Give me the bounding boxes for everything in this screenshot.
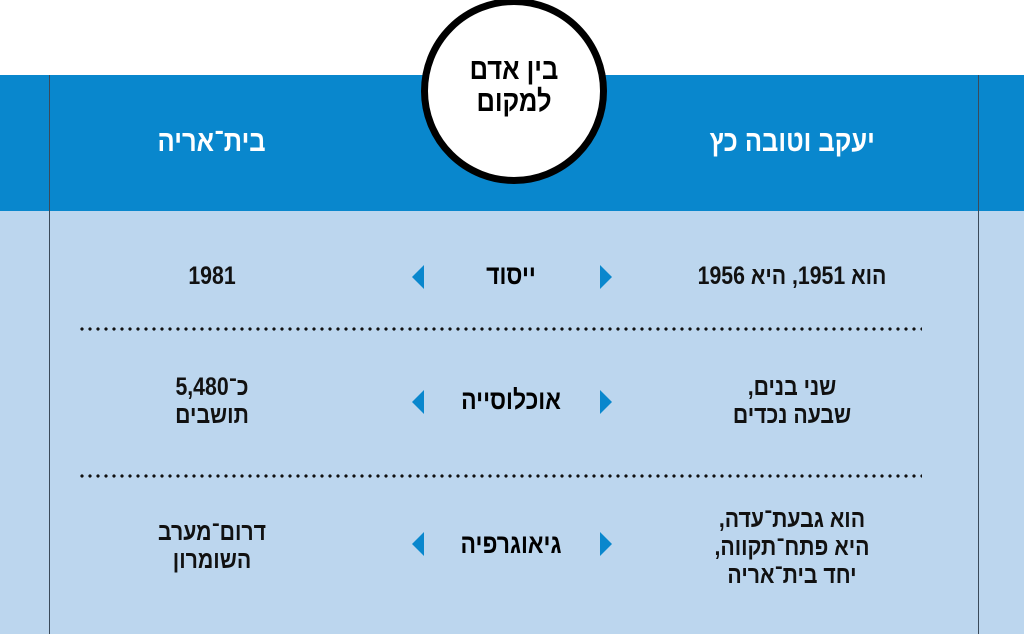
- row-geography-label: גיאוגרפיה: [460, 529, 562, 559]
- table-body: [0, 211, 1024, 634]
- arrow-left-icon: [412, 532, 424, 556]
- row-geography-right: הוא גבעת־עדה, היא פתח־תקווה, יחד בית־ארי…: [714, 505, 870, 589]
- arrow-right-icon: [600, 265, 612, 289]
- row-founding-left: 1981: [188, 262, 236, 290]
- row-population-left: כ־5,480 תושבים: [175, 373, 249, 429]
- title: בין אדם למקום: [469, 53, 559, 118]
- column-header-right: יעקב וטובה כץ: [709, 125, 875, 158]
- column-header-left: בית־אריה: [157, 125, 266, 158]
- arrow-right-icon: [600, 532, 612, 556]
- title-badge: בין אדם למקום: [421, 0, 607, 184]
- arrow-right-icon: [600, 390, 612, 414]
- row-geography-left: דרום־מערב השומרון: [157, 518, 267, 574]
- row-founding-label: ייסוד: [486, 260, 536, 290]
- dotted-divider: [78, 474, 922, 478]
- dotted-divider: [78, 327, 922, 331]
- row-population-label: אוכלוסייה: [461, 385, 561, 415]
- arrow-left-icon: [412, 390, 424, 414]
- arrow-left-icon: [412, 265, 424, 289]
- divider-left: [49, 75, 50, 634]
- row-population-right: שני בנים, שבעה נכדים: [732, 373, 852, 429]
- divider-right: [978, 75, 979, 634]
- row-founding-right: הוא 1951, היא 1956: [697, 262, 887, 290]
